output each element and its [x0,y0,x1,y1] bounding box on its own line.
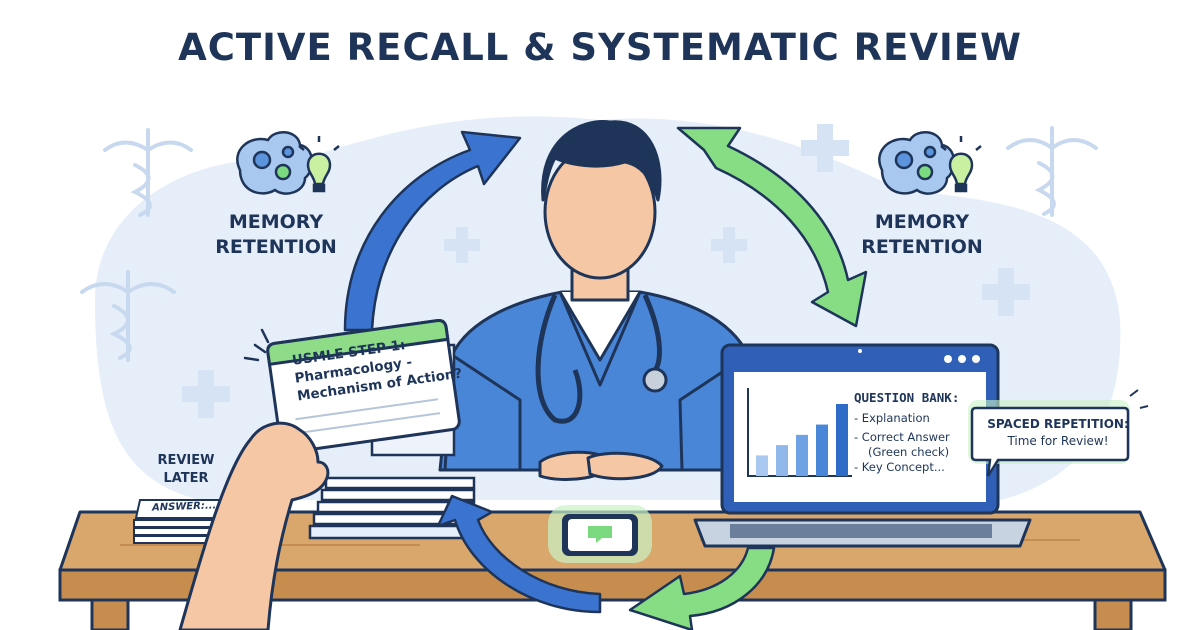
question-bank-item: - Correct Answer [854,430,950,444]
spaced-repetition-bubble [968,389,1149,477]
caduceus-icon [80,270,176,362]
question-bank-title: QUESTION BANK: [854,390,960,405]
hair [541,120,662,202]
green-cycle-arrow-right [676,126,868,328]
review-label-line2: LATER [163,471,209,486]
caduceus-icon [103,128,193,217]
review-later-label: REVIEW LATER [136,452,236,488]
question-bank-chart [747,388,852,477]
hand [178,421,330,630]
blue-cycle-arrow-bottom [436,494,602,614]
memory-label-line2: RETENTION [861,236,983,258]
blue-cycle-arrow-top [343,130,522,332]
spaced-repetition-title: SPACED REPETITION: [987,417,1129,431]
laptop-icon [693,343,1032,548]
brain-gears-icon [236,131,314,195]
chart-bar [756,455,768,476]
question-bank-item: (Green check) [868,445,950,459]
lightbulb-icon [940,136,982,193]
memory-retention-label-left: MEMORY RETENTION [196,210,356,260]
caduceus-icon [1006,126,1098,217]
brain-gears-icon [878,131,956,195]
chart-bar [816,424,828,476]
question-bank-item: - Explanation [854,411,930,425]
memory-retention-label-right: MEMORY RETENTION [842,210,1002,260]
green-cycle-arrow-bottom [628,546,776,630]
memory-label-line1: MEMORY [228,211,324,233]
lightbulb-icon [298,136,340,193]
smartphone-icon [548,505,652,563]
medical-cross-icon [182,124,1030,418]
question-bank-list: - Explanation - Correct Answer (Green ch… [854,411,950,475]
spaced-repetition-text: SPACED REPETITION: Time for Review! [983,416,1133,450]
memory-label-line1: MEMORY [874,211,970,233]
review-label-line1: REVIEW [157,453,215,468]
question-bank-item: - Key Concept... [854,460,945,474]
page-title: ACTIVE RECALL & SYSTEMATIC REVIEW [178,26,1022,69]
chart-bar [836,404,848,476]
memory-label-line2: RETENTION [215,236,337,258]
chart-bar [796,434,808,476]
spaced-repetition-subtitle: Time for Review! [1007,434,1109,448]
flashcard-held [266,318,461,454]
sparkle-lines [243,328,270,362]
chart-bar [776,445,788,476]
doctor [438,120,764,482]
